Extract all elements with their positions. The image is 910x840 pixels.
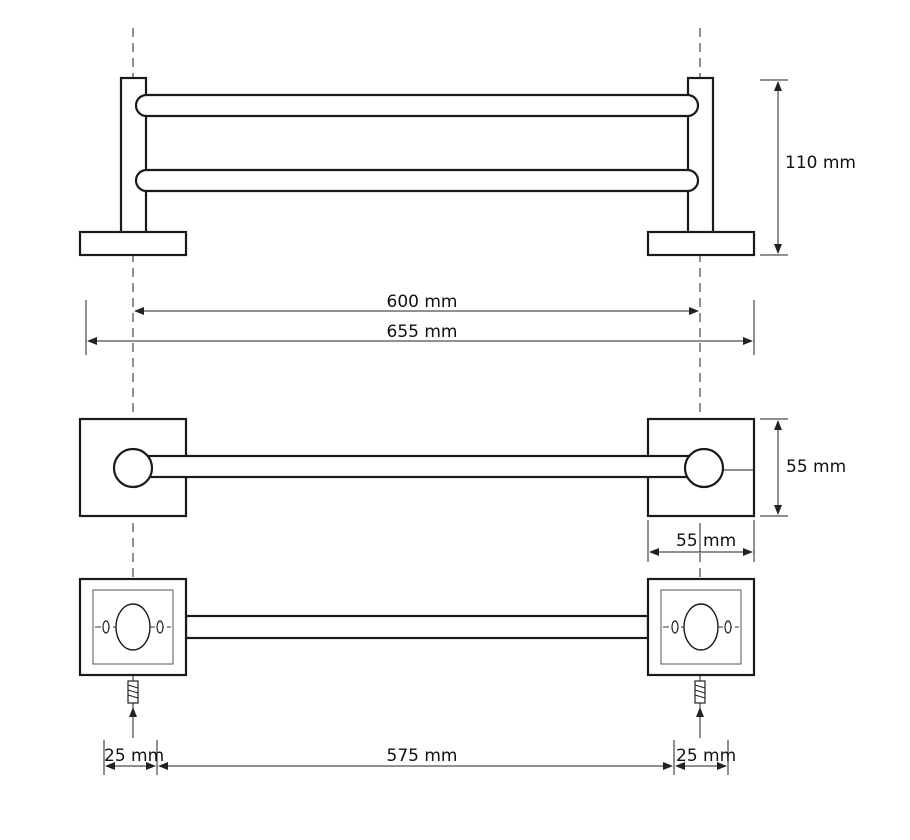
dim-base-width: 55 mm bbox=[647, 520, 755, 562]
mount-rail bbox=[184, 614, 650, 640]
label-center-distance: 600 mm bbox=[387, 292, 458, 312]
mount-hole-right bbox=[683, 603, 719, 651]
top-rail bbox=[138, 454, 702, 479]
dim-height-top: 110 mm bbox=[760, 79, 856, 256]
front-base-right bbox=[646, 230, 756, 257]
front-view bbox=[78, 76, 756, 257]
dim-overall-length: 655 mm bbox=[85, 300, 755, 355]
front-rail-top bbox=[134, 93, 700, 118]
mount-slot-right-a bbox=[671, 620, 679, 634]
top-view bbox=[78, 417, 756, 518]
label-base-height: 55 mm bbox=[786, 457, 846, 477]
mounting-view bbox=[78, 577, 756, 738]
mount-hole-left bbox=[115, 603, 151, 651]
top-post-left bbox=[112, 447, 154, 489]
label-inner-length: 575 mm bbox=[387, 746, 458, 766]
screw-left bbox=[127, 680, 139, 738]
mount-slot-left-b bbox=[156, 620, 164, 634]
label-edge-offset-right: 25 mm bbox=[676, 746, 736, 766]
dim-bottom-row: 25 mm 575 mm 25 mm bbox=[103, 740, 736, 775]
label-base-width: 55 mm bbox=[676, 531, 736, 551]
top-post-right bbox=[683, 447, 725, 489]
dim-base-height: 55 mm bbox=[760, 418, 846, 517]
label-height-top: 110 mm bbox=[785, 153, 856, 173]
front-rail-bottom bbox=[134, 168, 700, 193]
label-overall-length: 655 mm bbox=[387, 322, 458, 342]
dim-center-distance: 600 mm bbox=[134, 292, 699, 315]
label-edge-offset-left: 25 mm bbox=[104, 746, 164, 766]
mount-slot-right-b bbox=[724, 620, 732, 634]
front-base-left bbox=[78, 230, 188, 257]
mount-slot-left-a bbox=[102, 620, 110, 634]
screw-right bbox=[694, 680, 706, 738]
